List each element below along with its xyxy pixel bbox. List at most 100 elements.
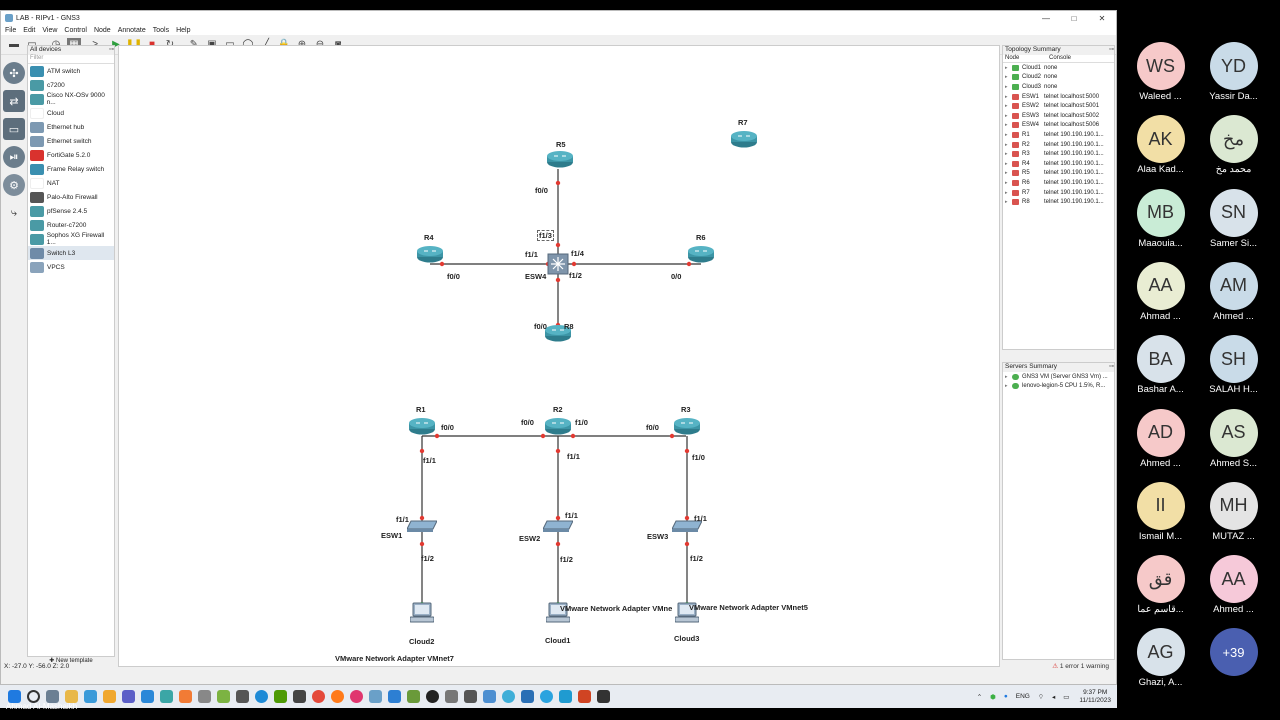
panel-close-icon[interactable]: ▫▫ [1109,363,1114,370]
add-note-icon[interactable]: ✎ [187,38,201,52]
expand-arrow-icon[interactable]: ▸ [1005,64,1008,71]
app-icon[interactable] [141,690,154,703]
input-language[interactable]: ENG [1015,693,1030,700]
maximize-button[interactable]: □ [1071,13,1077,23]
app-icon[interactable] [236,690,249,703]
app-icon[interactable] [160,690,173,703]
screenshot-icon[interactable]: ◙ [331,38,345,52]
device-list-item[interactable]: NAT [28,176,114,190]
expand-arrow-icon[interactable]: ▸ [1005,112,1008,119]
app-icon[interactable] [445,690,458,703]
add-link-icon[interactable]: ⤷ [3,202,25,224]
node-label[interactable]: R3 [681,405,691,414]
device-filter-input[interactable]: Filter [28,55,114,64]
menu-node[interactable]: Node [93,26,111,34]
node-label[interactable]: ESW4 [525,272,547,281]
edge-icon[interactable] [255,690,268,703]
device-list-item[interactable]: Switch L3 [28,246,114,260]
expand-arrow-icon[interactable]: ▸ [1005,122,1008,129]
panel-close-icon[interactable]: ▫▫ [1109,46,1114,53]
node-label[interactable]: ESW2 [519,534,541,543]
start-all-icon[interactable]: ▶ [112,39,120,50]
clock[interactable]: 9:37 PM 11/11/2023 [1079,689,1111,705]
app-icon[interactable] [464,690,477,703]
firefox-icon[interactable] [331,690,344,703]
menu-help[interactable]: Help [176,26,191,34]
canvas-note[interactable]: VMware Network Adapter VMne [560,604,673,613]
expand-arrow-icon[interactable]: ▸ [1005,179,1008,186]
app-icon[interactable] [217,690,230,703]
search-icon[interactable] [27,690,40,703]
node-label[interactable]: R6 [696,233,706,242]
reload-all-icon[interactable]: ↻ [163,38,177,52]
expand-arrow-icon[interactable]: ▸ [1005,103,1008,110]
node-label[interactable]: R1 [416,405,426,414]
device-list-item[interactable]: Palo-Alto Firewall [28,190,114,204]
node-label[interactable]: Cloud2 [409,637,435,646]
teams-icon[interactable] [122,690,135,703]
draw-ellipse-icon[interactable]: ◯ [241,38,255,52]
expand-arrow-icon[interactable]: ▸ [1005,383,1008,390]
zoom-out-icon[interactable]: ⊖ [313,38,327,52]
zoom-in-icon[interactable]: ⊕ [295,38,309,52]
device-list-item[interactable]: c7200 [28,78,114,92]
terminal-icon[interactable] [597,690,610,703]
canvas-note[interactable]: VMware Network Adapter VMnet7 [335,654,454,663]
device-list-item[interactable]: Ethernet switch [28,134,114,148]
device-list-item[interactable]: Router-c7200 [28,218,114,232]
expand-arrow-icon[interactable]: ▸ [1005,93,1008,100]
app-icon[interactable] [103,690,116,703]
expand-arrow-icon[interactable]: ▸ [1005,373,1008,380]
stop-all-icon[interactable]: ■ [145,38,159,52]
menu-tools[interactable]: Tools [152,26,170,34]
wifi-icon[interactable]: ⌔ [1037,694,1044,701]
telegram-icon[interactable] [540,690,553,703]
insert-picture-icon[interactable]: ▣ [205,38,219,52]
new-template-button[interactable]: ✚ New template [49,658,93,664]
node-label[interactable]: R4 [424,233,434,242]
device-list-item[interactable]: pfSense 2.4.5 [28,204,114,218]
app-icon[interactable] [274,690,287,703]
device-list-item[interactable]: Ethernet hub [28,120,114,134]
expand-arrow-icon[interactable]: ▸ [1005,74,1008,81]
open-project-icon[interactable]: ▭ [25,38,39,52]
expand-arrow-icon[interactable]: ▸ [1005,83,1008,90]
menu-file[interactable]: File [5,26,17,34]
device-list-item[interactable]: Frame Relay switch [28,162,114,176]
panel-close-icon[interactable]: ▫▫ [109,46,114,53]
security-shield-icon[interactable]: ⬢ [990,693,996,701]
minimize-button[interactable]: — [1042,13,1050,23]
gns3-taskbar-icon[interactable] [369,690,382,703]
device-list-item[interactable]: Cisco NX-OSv 9000 n... [28,92,114,106]
powerpoint-icon[interactable] [578,690,591,703]
expand-arrow-icon[interactable]: ▸ [1005,199,1008,206]
app-icon[interactable] [293,690,306,703]
expand-arrow-icon[interactable]: ▸ [1005,160,1008,167]
app-icon[interactable] [407,690,420,703]
microphone-icon[interactable]: ● [1003,693,1008,700]
app-icon[interactable] [559,690,572,703]
browse-all-devices-icon[interactable]: ⚙ [3,174,25,196]
expand-arrow-icon[interactable]: ▸ [1005,131,1008,138]
device-list-item[interactable]: ATM switch [28,64,114,78]
